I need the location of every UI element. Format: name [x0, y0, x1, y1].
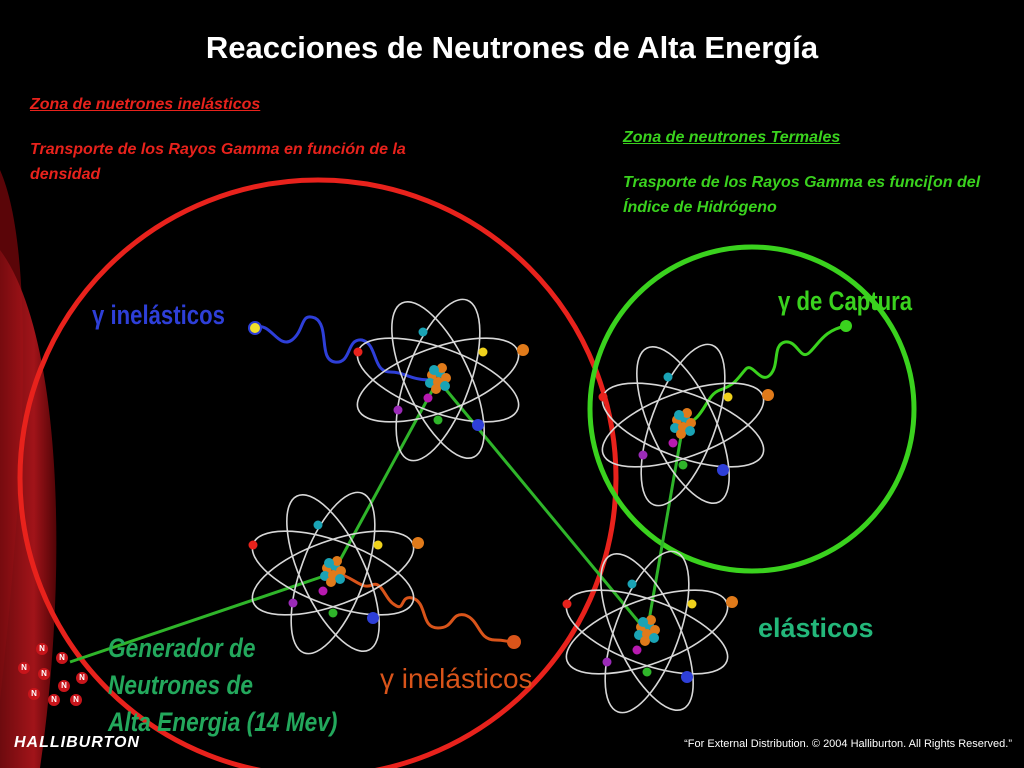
- electron: [248, 540, 258, 550]
- neutron-dot: N: [38, 668, 50, 680]
- thermal-zone-circle: [587, 244, 917, 574]
- nucleon: [440, 381, 450, 391]
- electron: [717, 464, 729, 476]
- inelastic-zone-circle: [17, 177, 619, 768]
- gamma-photon-bottom: [507, 635, 521, 649]
- electron: [598, 392, 608, 402]
- nucleon: [332, 556, 342, 566]
- atom-lower-left: [248, 491, 424, 655]
- electron: [562, 599, 572, 609]
- electron: [472, 419, 484, 431]
- electron: [642, 667, 652, 677]
- gamma-inelastic-bottom-wave: [334, 570, 515, 644]
- neutron-dot: N: [18, 662, 30, 674]
- neutron-dot: N: [76, 672, 88, 684]
- nucleon: [638, 617, 648, 627]
- nucleon: [441, 373, 451, 383]
- nucleon: [335, 574, 345, 584]
- gamma-capture-wave: [682, 324, 847, 427]
- atom-orbit: [640, 343, 726, 507]
- nucleon: [686, 418, 696, 428]
- neutron-dot: N: [56, 652, 68, 664]
- neutron-dot: N: [70, 694, 82, 706]
- electron: [353, 347, 363, 357]
- electron: [678, 460, 688, 470]
- nucleon: [326, 577, 336, 587]
- neutron-dot: N: [48, 694, 60, 706]
- neutron-generator-label: Generador de Neutrones de Alta Energia (…: [108, 630, 337, 741]
- electron: [373, 540, 383, 550]
- gamma-photon-top: [248, 321, 262, 335]
- nucleon: [437, 363, 447, 373]
- electron: [632, 645, 642, 655]
- atom-right: [598, 343, 774, 507]
- electron: [602, 657, 612, 667]
- electron: [723, 392, 733, 402]
- generator-line-3: Alta Energia (14 Mev): [108, 707, 338, 737]
- electron: [288, 598, 298, 608]
- electron: [313, 520, 323, 530]
- slide-title: Reacciones de Neutrones de Alta Energía: [205, 30, 819, 65]
- electron: [318, 586, 328, 596]
- atom-orbit: [395, 298, 481, 462]
- atom-upper: [353, 298, 529, 462]
- gamma-photon-capture: [840, 320, 852, 332]
- elastic-label: elásticos: [758, 613, 874, 643]
- electron: [726, 596, 738, 608]
- electron: [367, 612, 379, 624]
- electron: [517, 344, 529, 356]
- atom-orbit: [290, 491, 376, 655]
- gamma-inelastic-bottom-label: γ inelásticos: [380, 663, 533, 694]
- electron: [478, 347, 488, 357]
- neutron-dot: N: [28, 688, 40, 700]
- nucleon: [685, 426, 695, 436]
- electron: [668, 438, 678, 448]
- thermal-zone-heading: Zona de neutrones Termales: [623, 129, 841, 146]
- nucleon: [676, 429, 686, 439]
- gamma-inelastic-top-wave: [254, 315, 431, 382]
- neutron-dot: N: [58, 680, 70, 692]
- electron: [687, 599, 697, 609]
- electron: [762, 389, 774, 401]
- gamma-capture-label: γ de Captura: [778, 286, 913, 316]
- nucleon: [336, 566, 346, 576]
- halliburton-logo: HALLIBURTON: [14, 734, 140, 751]
- electron: [412, 537, 424, 549]
- nucleon: [674, 410, 684, 420]
- inelastic-zone-heading: Zona de nuetrones inelásticos: [30, 96, 261, 113]
- electron: [418, 327, 428, 337]
- nucleon: [431, 384, 441, 394]
- atom-orbit: [600, 552, 694, 712]
- electron: [627, 579, 637, 589]
- electron: [433, 415, 443, 425]
- electron: [681, 671, 693, 683]
- electron: [638, 450, 648, 460]
- background-swoosh-2: [0, 250, 57, 768]
- nucleon: [640, 636, 650, 646]
- thermal-zone-description: Trasporte de los Rayos Gamma es funci[on…: [623, 174, 981, 216]
- atom-orbit: [391, 300, 485, 460]
- gamma-inelastic-top-label: γ inelásticos: [92, 300, 225, 330]
- generator-line-1: Generador de: [108, 633, 256, 663]
- nucleon: [646, 615, 656, 625]
- nucleon: [649, 633, 659, 643]
- nucleon: [650, 625, 660, 635]
- electron: [423, 393, 433, 403]
- electron: [328, 608, 338, 618]
- generator-line-2: Neutrones de: [108, 670, 253, 700]
- inelastic-zone-description: Transporte de los Rayos Gamma en función…: [30, 141, 406, 183]
- neutron-dot: N: [36, 643, 48, 655]
- atom-lower-right: [562, 550, 738, 714]
- atom-orbit: [636, 345, 730, 505]
- electron: [393, 405, 403, 415]
- electron: [663, 372, 673, 382]
- nucleon: [682, 408, 692, 418]
- copyright-notice: “For External Distribution. © 2004 Halli…: [684, 738, 1012, 750]
- atom-orbit: [286, 493, 380, 653]
- atom-orbit: [604, 550, 690, 714]
- nucleon: [429, 365, 439, 375]
- nucleon: [324, 558, 334, 568]
